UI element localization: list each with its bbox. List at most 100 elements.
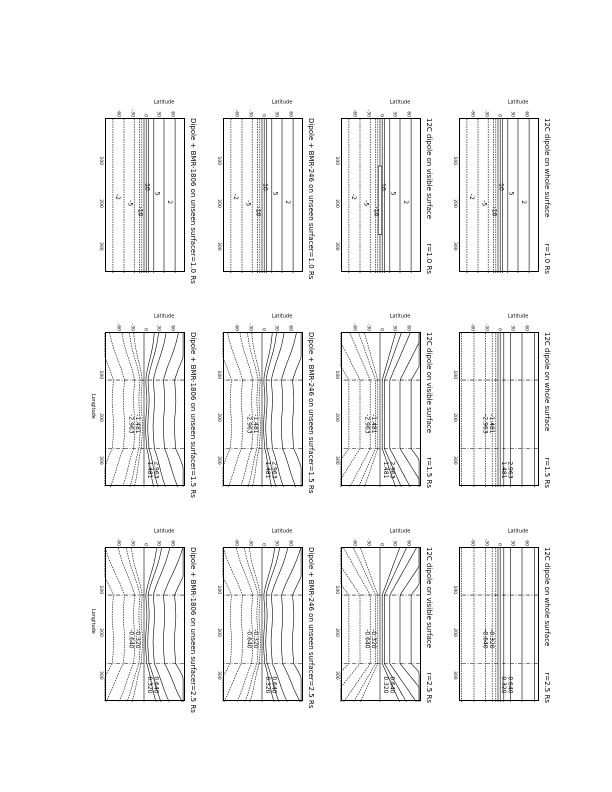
panel-title-text: 12C dipole on whole surface — [543, 118, 551, 218]
panel-title: 12C dipole on whole surface r=1.5 Rs — [543, 332, 551, 488]
contour-line — [126, 548, 141, 702]
y-tick-label: -60 — [233, 323, 239, 331]
y-tick-label: 30 — [391, 540, 397, 546]
contour-label: 2.963 — [506, 461, 513, 478]
contour-label: 5 — [271, 192, 278, 196]
y-axis-label: Latitude — [507, 528, 529, 535]
contour-line — [270, 548, 288, 702]
contour-label: 0.320 — [500, 676, 507, 693]
contour-line — [249, 548, 261, 702]
contour-line — [152, 333, 167, 487]
x-tick-label: 200 — [216, 199, 221, 208]
contour-line — [105, 548, 125, 702]
panel-title: Dipole + BMR-246 on unseen surface r=1.0… — [307, 118, 315, 279]
y-tick-label: 30 — [155, 111, 161, 117]
y-tick-label: 0 — [496, 328, 502, 331]
panel-title-text: 12C dipole on whole surface — [543, 332, 551, 432]
contour-label: 1.481 — [382, 461, 389, 478]
x-tick-label: 300 — [98, 456, 103, 465]
y-tick-label: -30 — [247, 109, 253, 117]
contour-label: -5 — [245, 200, 252, 206]
contour-label: 0.320 — [382, 676, 389, 693]
panel-radius: r=2.5 Rs — [189, 682, 197, 713]
contour-line — [343, 548, 371, 702]
x-tick-label: 300 — [452, 671, 457, 680]
y-tick-label: 0 — [496, 114, 502, 117]
contour-line — [381, 333, 396, 487]
contour-line — [147, 548, 162, 702]
contour-line — [163, 548, 183, 702]
contour-label: 0.640 — [506, 676, 513, 693]
y-tick-label: 0 — [378, 543, 384, 546]
y-tick-label: 60 — [523, 540, 529, 546]
contour-label: -0.320 — [370, 629, 377, 649]
x-tick-label: 100 — [452, 156, 457, 166]
contour-line — [358, 333, 376, 487]
contour-line — [292, 333, 302, 487]
y-axis-label: Latitude — [153, 313, 175, 320]
x-tick-label: 300 — [334, 671, 339, 680]
contour-line — [104, 333, 114, 487]
y-tick-label: 30 — [155, 540, 161, 546]
x-tick-label: 100 — [98, 156, 103, 166]
panel-radius: r=2.5 Rs — [307, 677, 315, 709]
y-tick-label: -30 — [247, 538, 253, 546]
contour-line — [410, 333, 420, 487]
contour-line — [340, 333, 350, 487]
contour-line — [340, 548, 350, 702]
contour-panel: Dipole + BMR-1806 on unseen surface r=2.… — [87, 528, 197, 747]
x-tick-label: 100 — [98, 370, 103, 380]
panel-title: 12C dipole on whole surface r=1.0 Rs — [543, 118, 551, 274]
contour-label: 2.963 — [270, 461, 277, 478]
y-tick-label: -60 — [233, 109, 239, 117]
x-tick-label: 200 — [98, 199, 103, 208]
x-tick-label: 300 — [452, 456, 457, 465]
x-tick-label: 200 — [452, 413, 457, 422]
y-tick-label: 30 — [509, 325, 515, 331]
panel-title: Dipole + BMR-1806 on unseen surface r=1.… — [189, 332, 197, 498]
y-tick-label: 0 — [142, 543, 148, 546]
y-tick-label: 0 — [142, 114, 148, 117]
x-tick-label: 300 — [216, 671, 221, 680]
contour-label: -2.963 — [128, 414, 135, 434]
contour-label: -2.963 — [246, 414, 253, 434]
x-tick-label: 200 — [98, 413, 103, 422]
y-axis-label: Latitude — [153, 528, 175, 535]
x-tick-label: 100 — [452, 585, 457, 595]
contour-line — [147, 333, 159, 487]
x-tick-label: 200 — [98, 628, 103, 637]
contour-label: -0.640 — [482, 629, 489, 649]
y-tick-label: 60 — [405, 325, 411, 331]
y-tick-label: -60 — [351, 323, 357, 331]
y-tick-label: -60 — [115, 538, 121, 546]
contour-label: 5 — [507, 192, 514, 196]
y-tick-label: 0 — [378, 114, 384, 117]
y-axis-label: Latitude — [271, 313, 293, 320]
y-tick-label: -30 — [129, 109, 135, 117]
contour-panel: Dipole + BMR-246 on unseen surface r=1.0… — [205, 99, 315, 318]
x-tick-label: 200 — [216, 413, 221, 422]
x-tick-label: 100 — [216, 370, 221, 380]
y-tick-label: 30 — [155, 325, 161, 331]
y-axis-label: Latitude — [389, 528, 411, 535]
contour-label: 0.640 — [270, 676, 277, 693]
y-tick-label: 30 — [391, 325, 397, 331]
panel-radius: r=1.0 Rs — [425, 243, 433, 274]
